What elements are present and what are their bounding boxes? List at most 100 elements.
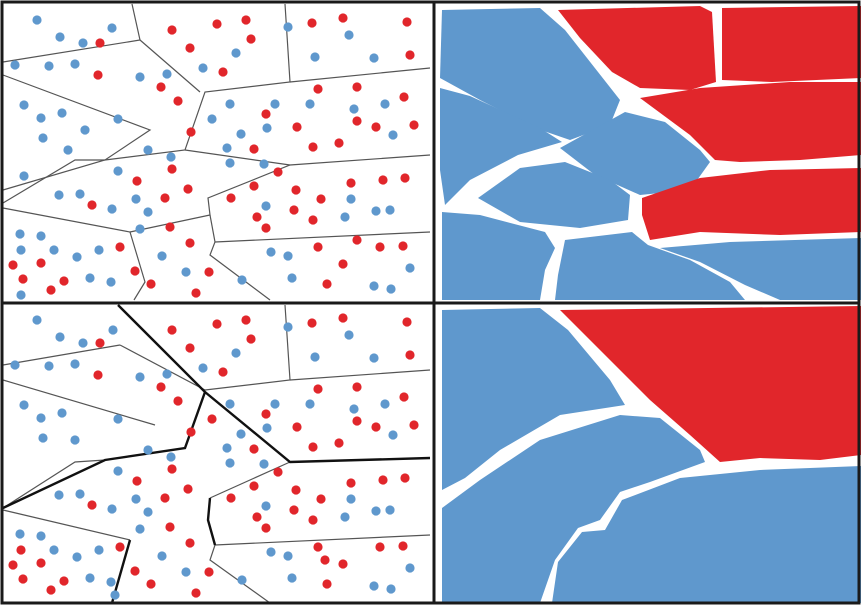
red-dot: [334, 438, 343, 447]
blue-dot: [36, 531, 45, 540]
blue-dot: [236, 429, 245, 438]
panel-bottom-left-points: [3, 305, 430, 603]
red-dot: [400, 473, 409, 482]
blue-dot: [80, 125, 89, 134]
blue-dot: [346, 494, 355, 503]
red-dot: [292, 122, 301, 131]
red-dot: [249, 144, 258, 153]
red-dot: [249, 444, 258, 453]
red-dot: [95, 338, 104, 347]
red-dot: [185, 343, 194, 352]
blue-dot: [32, 15, 41, 24]
blue-dot: [135, 224, 144, 233]
red-dot: [371, 122, 380, 131]
blue-dot: [113, 466, 122, 475]
blue-dot: [113, 114, 122, 123]
panel-top-right-regions: [440, 6, 861, 300]
blue-dot: [55, 332, 64, 341]
red-dot: [146, 279, 155, 288]
blue-dot: [72, 552, 81, 561]
blue-dot: [270, 399, 279, 408]
blue-dot: [110, 590, 119, 599]
blue-dot: [388, 430, 397, 439]
red-dot: [346, 478, 355, 487]
blue-dot: [49, 245, 58, 254]
blue-dot: [157, 551, 166, 560]
red-dot: [226, 493, 235, 502]
blue-dot: [143, 207, 152, 216]
blue-dot: [181, 567, 190, 576]
red-dot: [186, 427, 195, 436]
blue-dot: [231, 348, 240, 357]
red-dot: [241, 15, 250, 24]
blue-dot: [385, 505, 394, 514]
blue-dot: [181, 267, 190, 276]
red-dot: [212, 19, 221, 28]
blue-dot: [70, 59, 79, 68]
red-dot: [8, 560, 17, 569]
red-dot: [252, 512, 261, 521]
red-dot: [146, 579, 155, 588]
red-dot: [115, 242, 124, 251]
red-dot: [308, 515, 317, 524]
red-dot: [156, 382, 165, 391]
blue-dot: [344, 30, 353, 39]
blue-dot: [207, 114, 216, 123]
red-dot: [292, 422, 301, 431]
blue-dot: [261, 501, 270, 510]
blue-dot: [38, 433, 47, 442]
red-dot: [307, 318, 316, 327]
red-dot: [87, 200, 96, 209]
red-dot: [313, 84, 322, 93]
blue-dot: [55, 32, 64, 41]
red-dot: [185, 43, 194, 52]
region-red: [722, 6, 861, 82]
red-dot: [246, 334, 255, 343]
panel-bottom-right-regions: [442, 306, 861, 603]
blue-dot: [380, 399, 389, 408]
red-dot: [289, 205, 298, 214]
red-dot: [185, 238, 194, 247]
blue-dot: [44, 61, 53, 70]
blue-dot: [283, 251, 292, 260]
red-dot: [405, 50, 414, 59]
blue-dot: [259, 159, 268, 168]
blue-dot: [106, 577, 115, 586]
red-dot: [8, 260, 17, 269]
blue-dot: [237, 275, 246, 284]
blue-dot: [340, 212, 349, 221]
blue-dot: [225, 158, 234, 167]
blue-dot: [15, 229, 24, 238]
red-dot: [409, 420, 418, 429]
red-dot: [322, 579, 331, 588]
red-dot: [249, 481, 258, 490]
blue-dot: [70, 359, 79, 368]
red-dot: [165, 222, 174, 231]
red-dot: [191, 288, 200, 297]
red-dot: [371, 422, 380, 431]
blue-dot: [237, 575, 246, 584]
red-dot: [378, 175, 387, 184]
red-dot: [291, 185, 300, 194]
blue-dot: [106, 277, 115, 286]
red-dot: [46, 285, 55, 294]
blue-dot: [231, 48, 240, 57]
blue-dot: [54, 490, 63, 499]
blue-dot: [36, 413, 45, 422]
blue-dot: [386, 584, 395, 593]
red-dot: [320, 555, 329, 564]
red-dot: [313, 242, 322, 251]
red-dot: [132, 476, 141, 485]
blue-dot: [225, 399, 234, 408]
blue-dot: [38, 133, 47, 142]
blue-dot: [198, 363, 207, 372]
red-dot: [313, 542, 322, 551]
red-dot: [322, 279, 331, 288]
red-dot: [246, 34, 255, 43]
red-dot: [204, 267, 213, 276]
blue-dot: [75, 489, 84, 498]
red-dot: [400, 173, 409, 182]
dots: [8, 13, 418, 299]
red-dot: [398, 241, 407, 250]
red-dot: [95, 38, 104, 47]
